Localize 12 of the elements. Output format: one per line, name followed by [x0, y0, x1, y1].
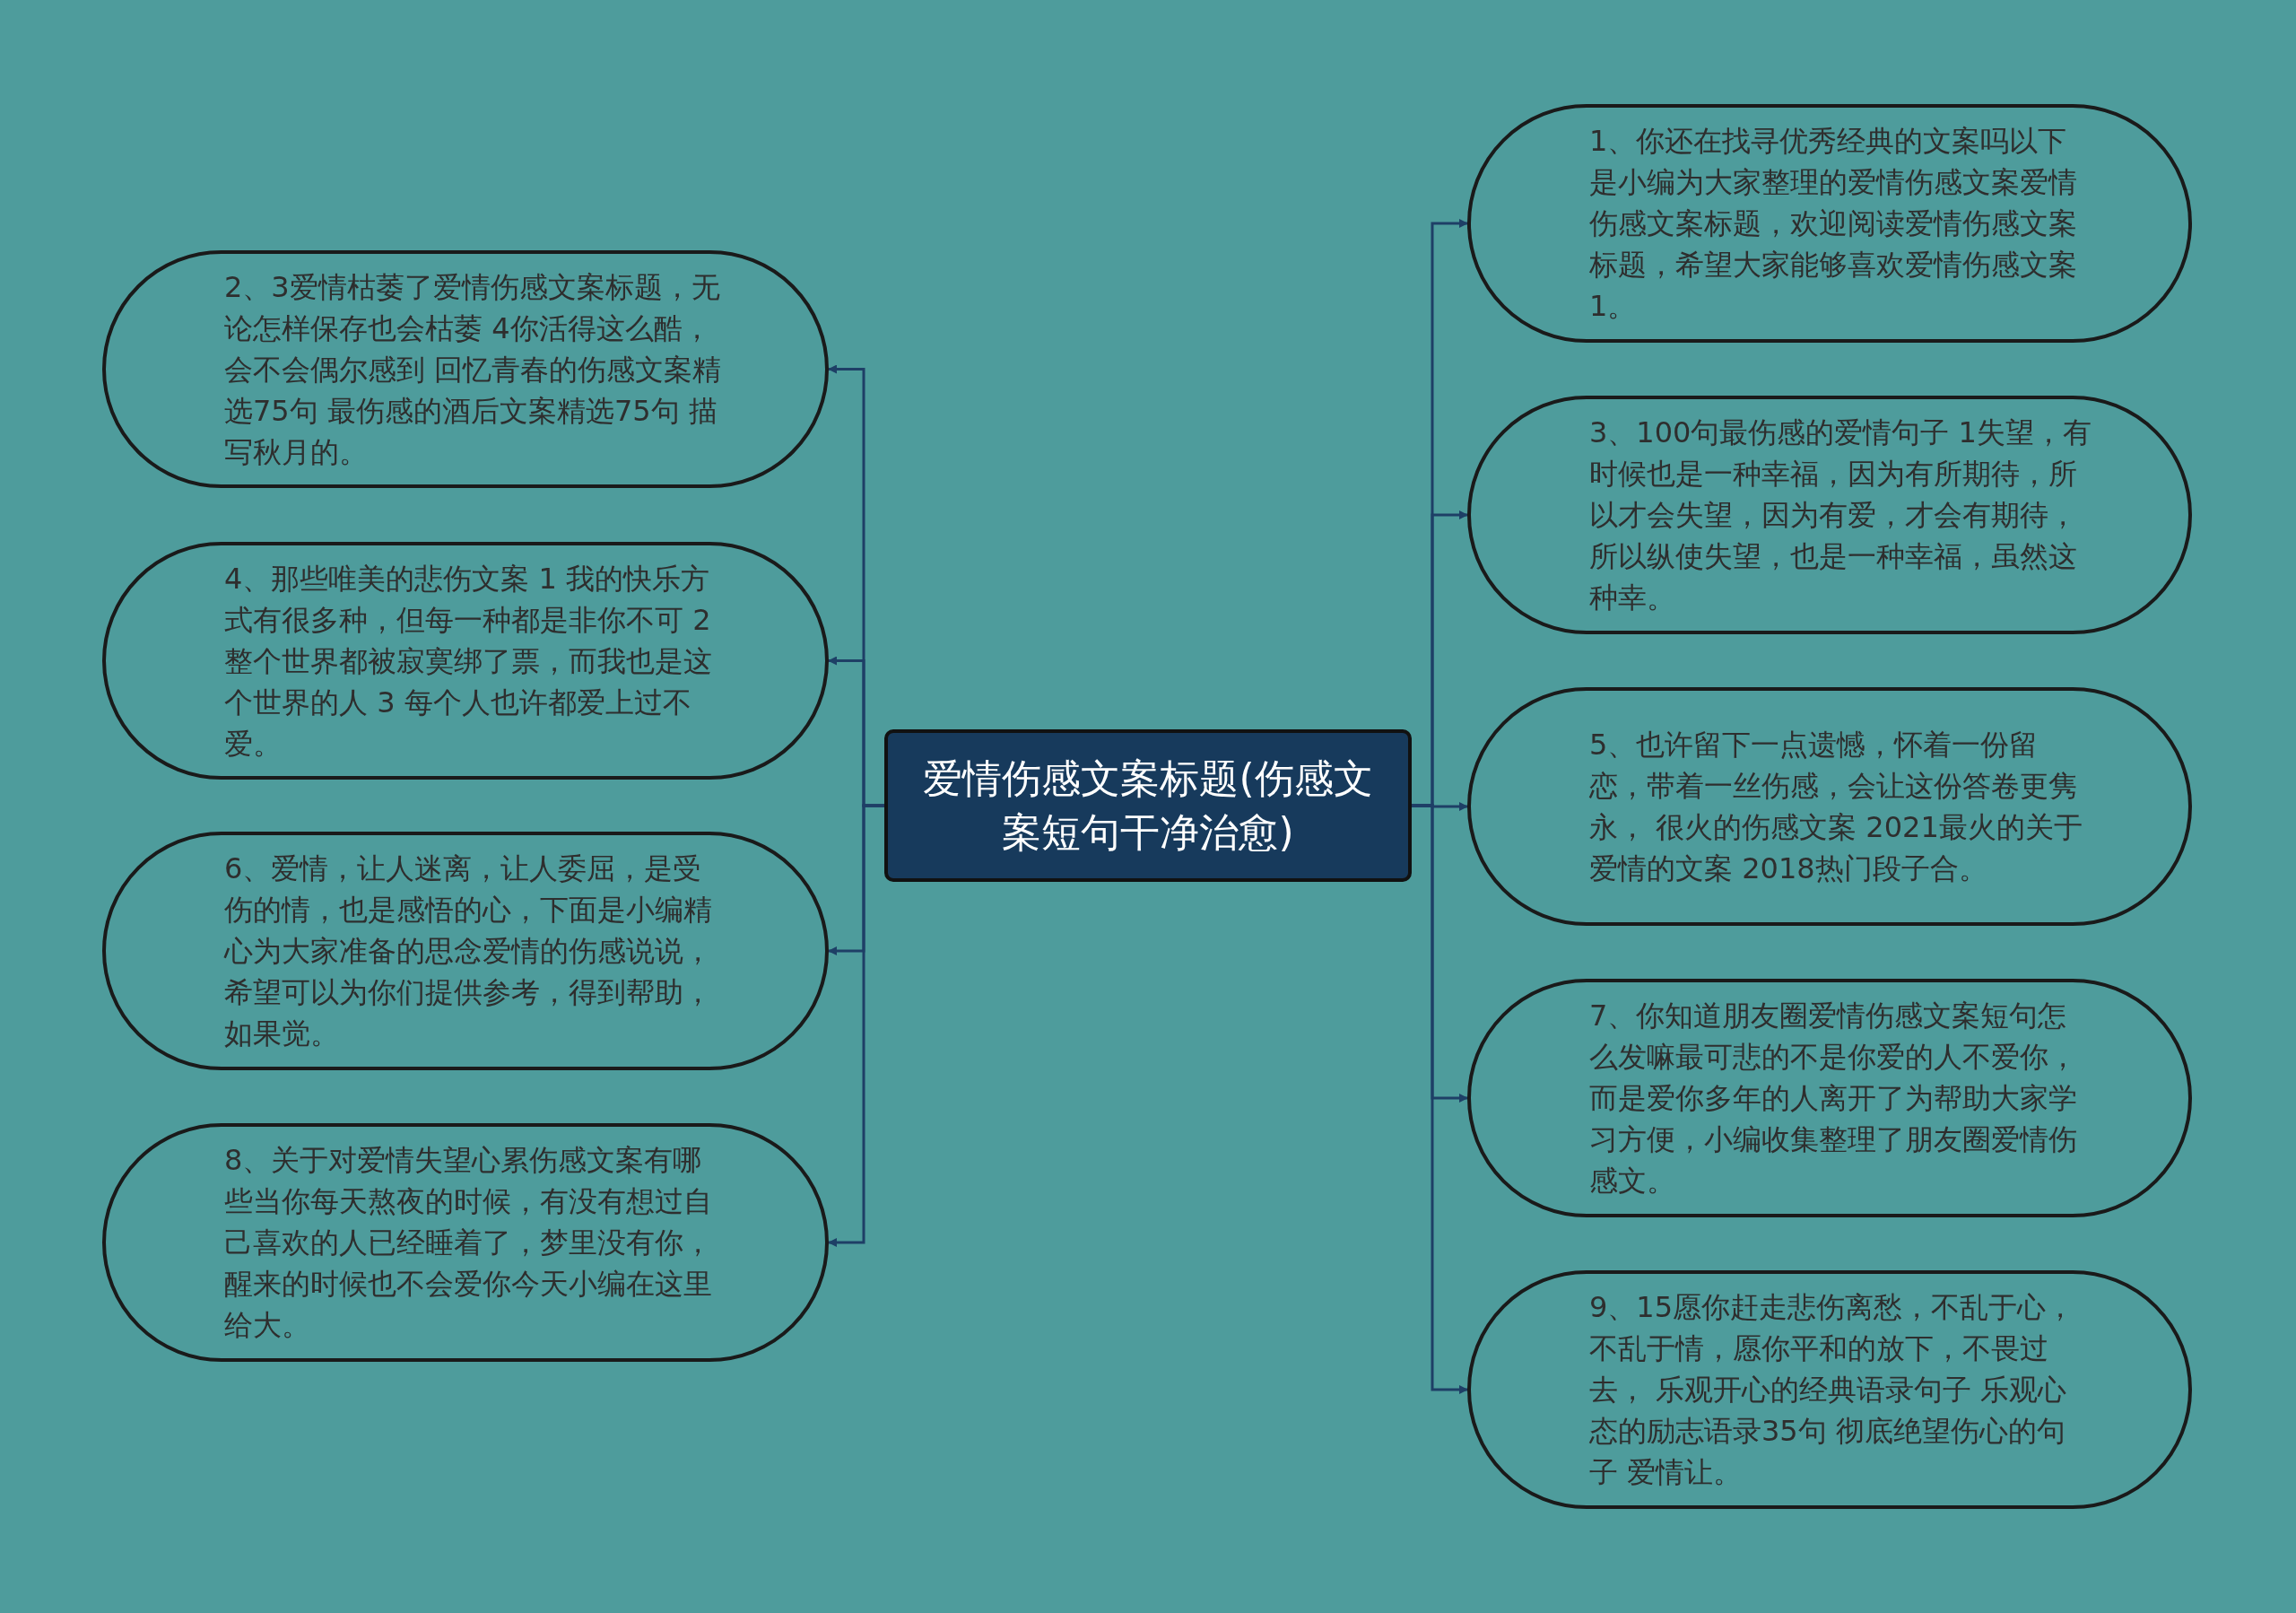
topic-box [884, 729, 1412, 882]
item-text: 2、3爱情枯萎了爱情伤感文案标题，无论怎样保存也会枯萎 4你活得这么酷，会不会偶尔感到 回忆青春的伤感文案精选75句 最伤感的酒后文案精选75句 描写秋月的。 [224, 268, 723, 471]
item-text: 1、你还在找寻优秀经典的文案吗以下是小编为大家整理的爱情伤感文案爱情伤感文案标题，欢迎阅读爱情伤感文案标题，希望大家能够喜欢爱情伤感文案1。 [1589, 123, 2078, 325]
topic-title: 爱情伤感文案标题(伤感文案短句干净治愈) [922, 754, 1374, 857]
item-text: 4、那些唯美的悲伤文案 1 我的快乐方式有很多种，但每一种都是非你不可 2 整个世界都被寂寞绑了票，而我也是这个世界的人 3 每个人也许都爱上过不爱。 [224, 560, 713, 763]
connector-arrow [828, 804, 884, 1247]
item-text: 8、关于对爱情失望心累伤感文案有哪些当你每天熬夜的时候，有没有想过自己喜欢的人已经睡着了，梦里没有你，醒来的时候也不会爱你今天小编在这里给大。 [224, 1142, 713, 1344]
item-text: 6、爱情，让人迷离，让人委屈，是受伤的情，也是感悟的心，下面是小编精心为大家准备的思念爱情的伤感说说，希望可以为你们提供参考，得到帮助，如果觉。 [224, 850, 713, 1052]
item-text: 5、也许留下一点遗憾，怀着一份留恋，带着一丝伤感，会让这份答卷更隽永， 很火的伤感文案 2021最火的关于爱情的文案 2018热门段子合。 [1589, 727, 2083, 887]
item-text: 9、15愿你赶走悲伤离愁，不乱于心，不乱于情，愿你平和的放下，不畏过去， 乐观开心的经典语录句子 乐观心态的励志语录35句 彻底绝望伤心的句子 爱情让。 [1589, 1289, 2076, 1491]
item-text: 3、100句最伤感的爱情句子 1失望，有时候也是一种幸福，因为有所期待，所以才会失望，因为有爱，才会有期待，所以纵使失望，也是一种幸福，虽然这种幸。 [1589, 414, 2092, 616]
item-text: 7、你知道朋友圈爱情伤感文案短句怎么发嘛最可悲的不是你爱的人不爱你，而是爱你多年的人离开了为帮助大家学习方便，小编收集整理了朋友圈爱情伤感文。 [1589, 998, 2078, 1199]
